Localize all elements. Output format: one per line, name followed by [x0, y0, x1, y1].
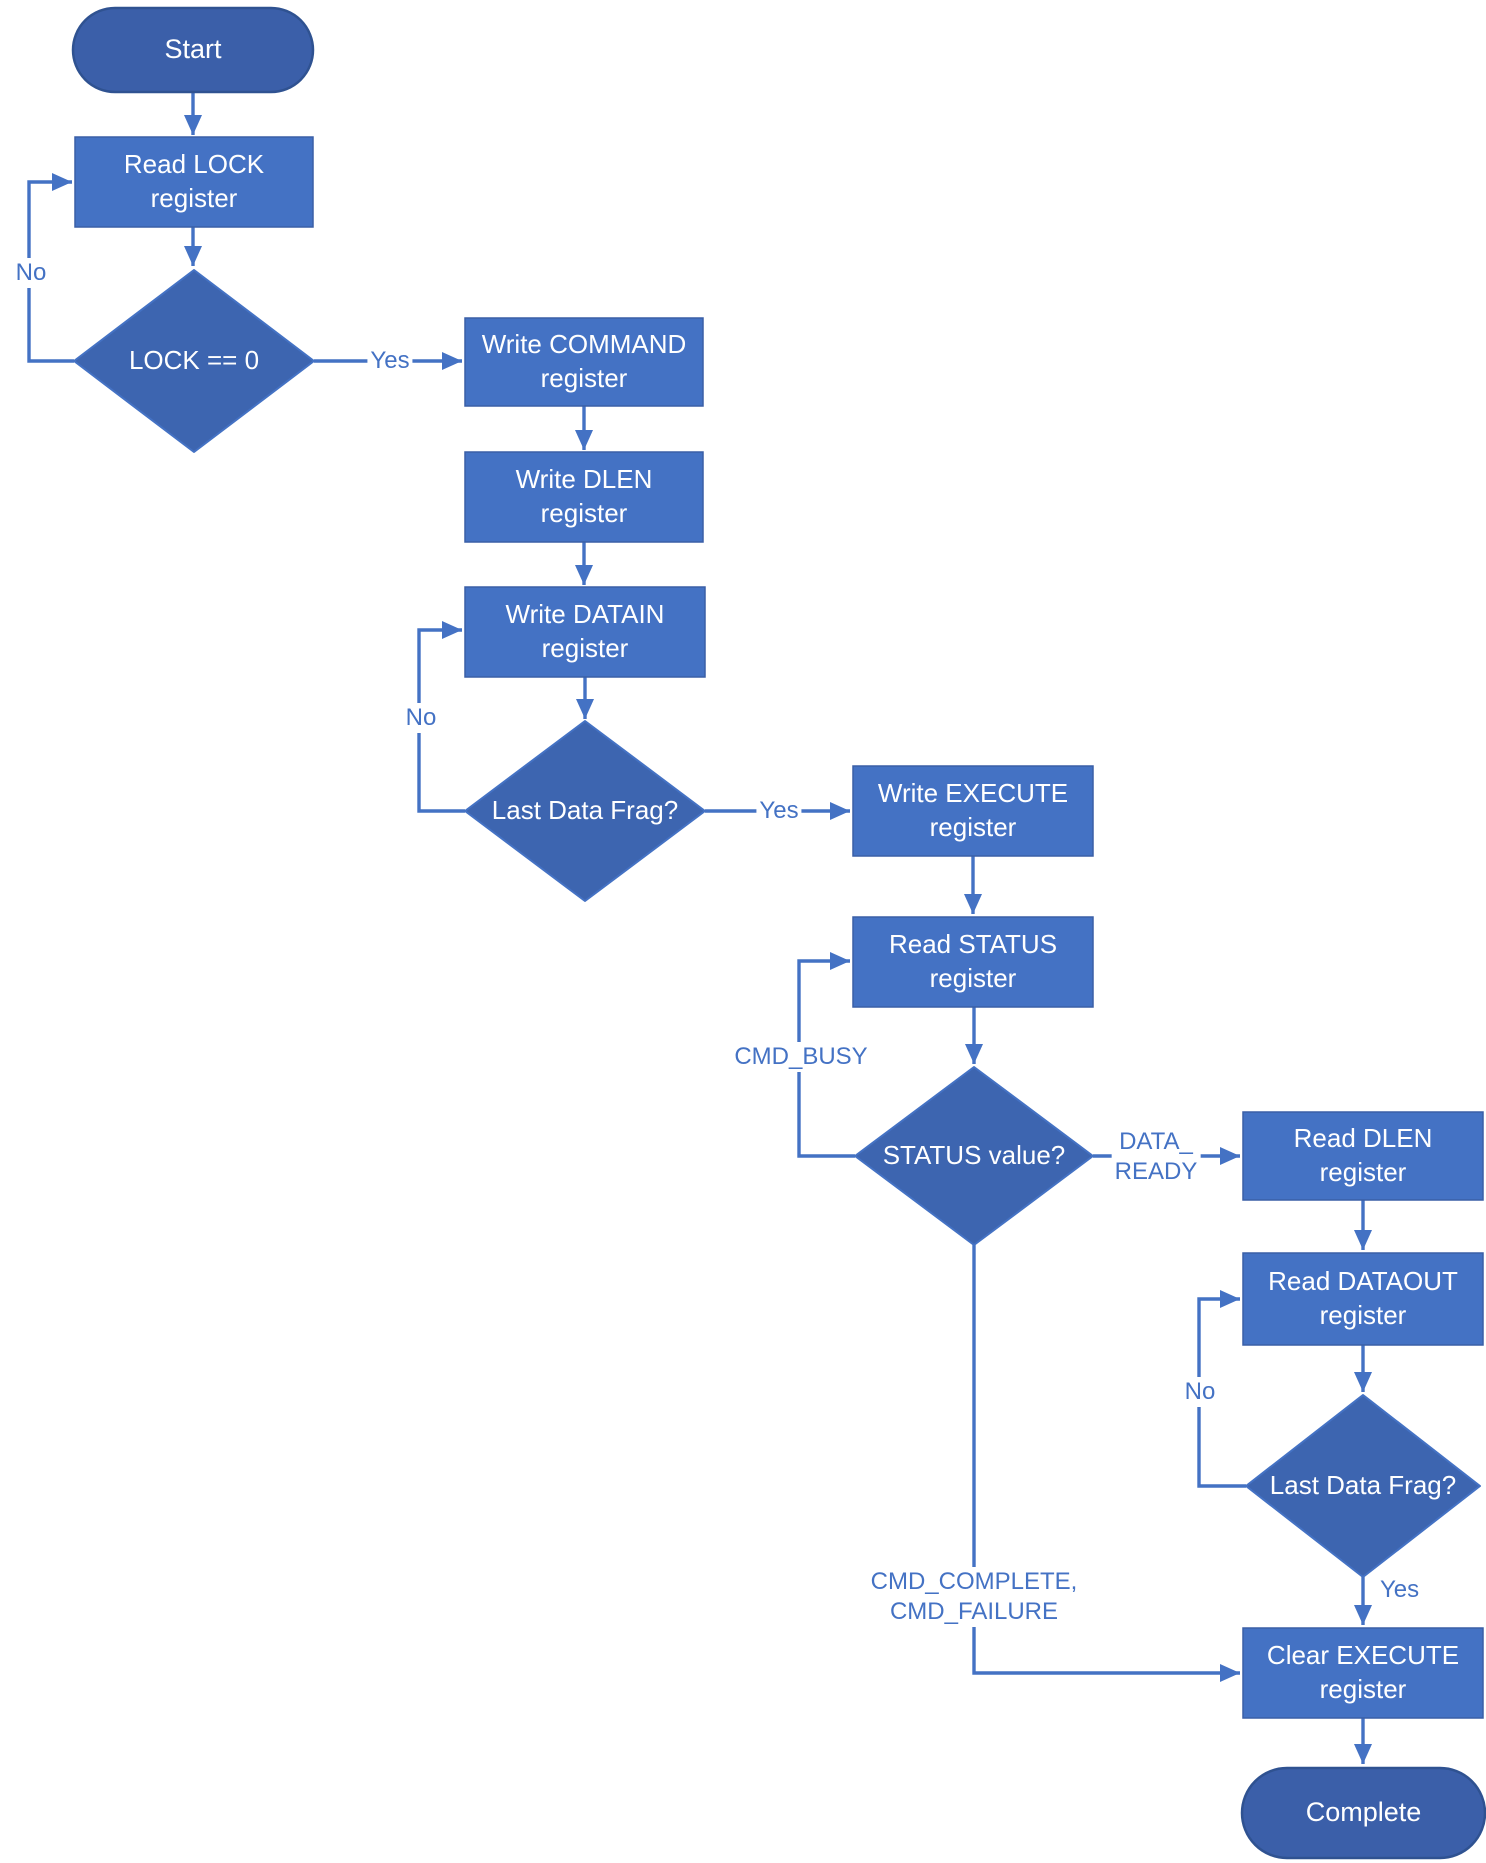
- node-start-shape: [71, 6, 315, 94]
- node-write-execute-shape: [852, 765, 1094, 857]
- node-read-lock-shape: [74, 136, 314, 228]
- node-write-command-shape: [464, 317, 704, 407]
- edge-status-check-cmd-busy-loop: [797, 952, 855, 1158]
- node-read-dlen-shape: [1242, 1111, 1484, 1201]
- edge-status-check-complete-failure: [972, 1245, 1240, 1682]
- node-last-frag-in-shape: [464, 720, 706, 902]
- edge-last-frag-in-no-loop: [417, 621, 465, 813]
- node-lock-check-shape: [73, 269, 315, 453]
- node-clear-execute-shape: [1242, 1627, 1484, 1719]
- node-write-dlen-shape: [464, 451, 704, 543]
- edge-lock-check-no-loop: [27, 173, 74, 363]
- node-last-frag-out-shape: [1245, 1394, 1481, 1578]
- node-complete-shape: [1240, 1766, 1486, 1860]
- node-read-status-shape: [852, 916, 1094, 1008]
- node-status-check-shape: [854, 1066, 1094, 1246]
- edge-last-frag-out-no-loop: [1197, 1290, 1246, 1488]
- node-read-dataout-shape: [1242, 1252, 1484, 1346]
- node-write-datain-shape: [464, 586, 706, 678]
